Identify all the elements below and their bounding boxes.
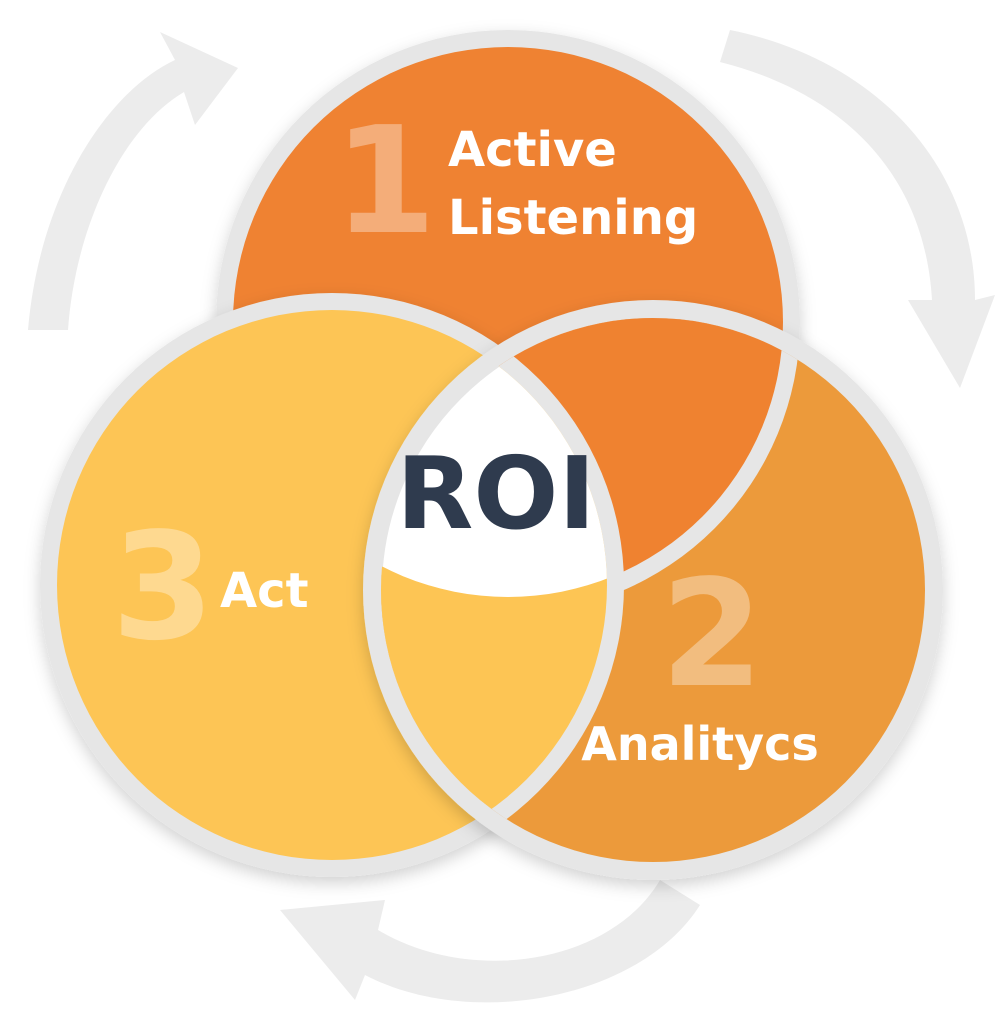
step-3-number: 3 xyxy=(112,501,215,673)
cycle-arrow-bottom xyxy=(280,880,700,1003)
center-roi-label: ROI xyxy=(396,435,595,552)
step-2-label: Analitycs xyxy=(581,717,819,771)
cycle-arrow-right xyxy=(720,30,995,388)
cycle-arrows xyxy=(28,30,995,1003)
step-1-number: 1 xyxy=(334,95,437,267)
cycle-arrow-top-left xyxy=(28,32,238,330)
step-2-number: 2 xyxy=(661,548,764,720)
center-region xyxy=(381,318,607,597)
step-3-label: Act xyxy=(220,563,309,619)
step-1-label-line1: Active xyxy=(448,122,617,178)
step-1-label-line2: Listening xyxy=(448,190,698,246)
